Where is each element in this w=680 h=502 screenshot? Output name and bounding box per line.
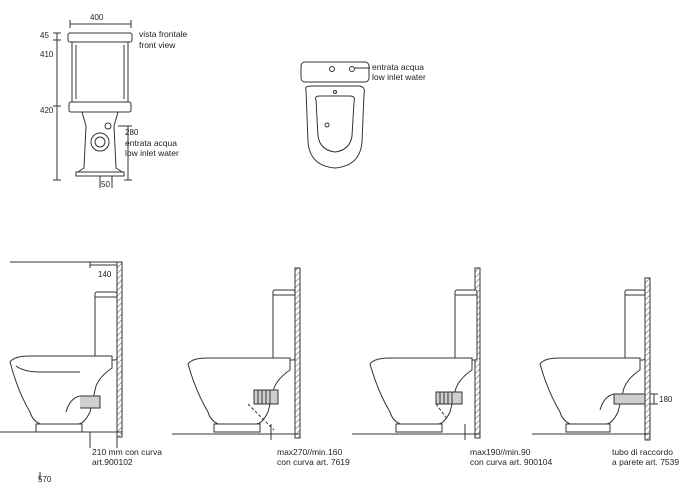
top-inlet-label-en: low inlet water	[372, 72, 426, 82]
front-inlet-label-en: low inlet water	[125, 148, 179, 158]
side-view-1-drawing	[0, 261, 123, 480]
front-height-dimension-410: 410	[40, 50, 54, 59]
side1-bottom-dimension: 570	[38, 475, 52, 484]
inlet-height-dimension: 280	[125, 128, 139, 137]
side3-caption-line2: con curva art. 900104	[470, 457, 553, 467]
side1-caption-line1: 210 mm con curva	[92, 447, 162, 457]
front-view-label: vista frontale	[139, 29, 188, 39]
side3-caption-line1: max190//min.90	[470, 447, 531, 457]
side4-caption-line2: a parete art. 7539	[612, 457, 680, 467]
side-view-2-drawing	[172, 267, 301, 440]
outlet-dimension: 50	[101, 180, 110, 189]
side1-caption-line2: art.900102	[92, 457, 133, 467]
front-height-dimension-45: 45	[40, 31, 49, 40]
front-view-label-en: front view	[139, 40, 176, 50]
top-inlet-label: entrata acqua	[372, 62, 424, 72]
top-view-drawing	[300, 61, 370, 169]
front-height-dimension-420: 420	[40, 106, 54, 115]
side-view-4-drawing	[532, 277, 658, 441]
side4-caption-line1: tubo di raccordo	[612, 447, 673, 457]
side4-right-dimension: 180	[659, 395, 673, 404]
side1-top-dimension: 140	[98, 270, 112, 279]
front-width-dimension: 400	[90, 13, 104, 22]
front-inlet-label: entrata acqua	[125, 138, 177, 148]
side-view-3-drawing	[352, 267, 481, 440]
side2-caption-line2: con curva art. 7619	[277, 457, 350, 467]
front-view-drawing	[53, 20, 133, 188]
side2-caption-line1: max270//min.160	[277, 447, 343, 457]
